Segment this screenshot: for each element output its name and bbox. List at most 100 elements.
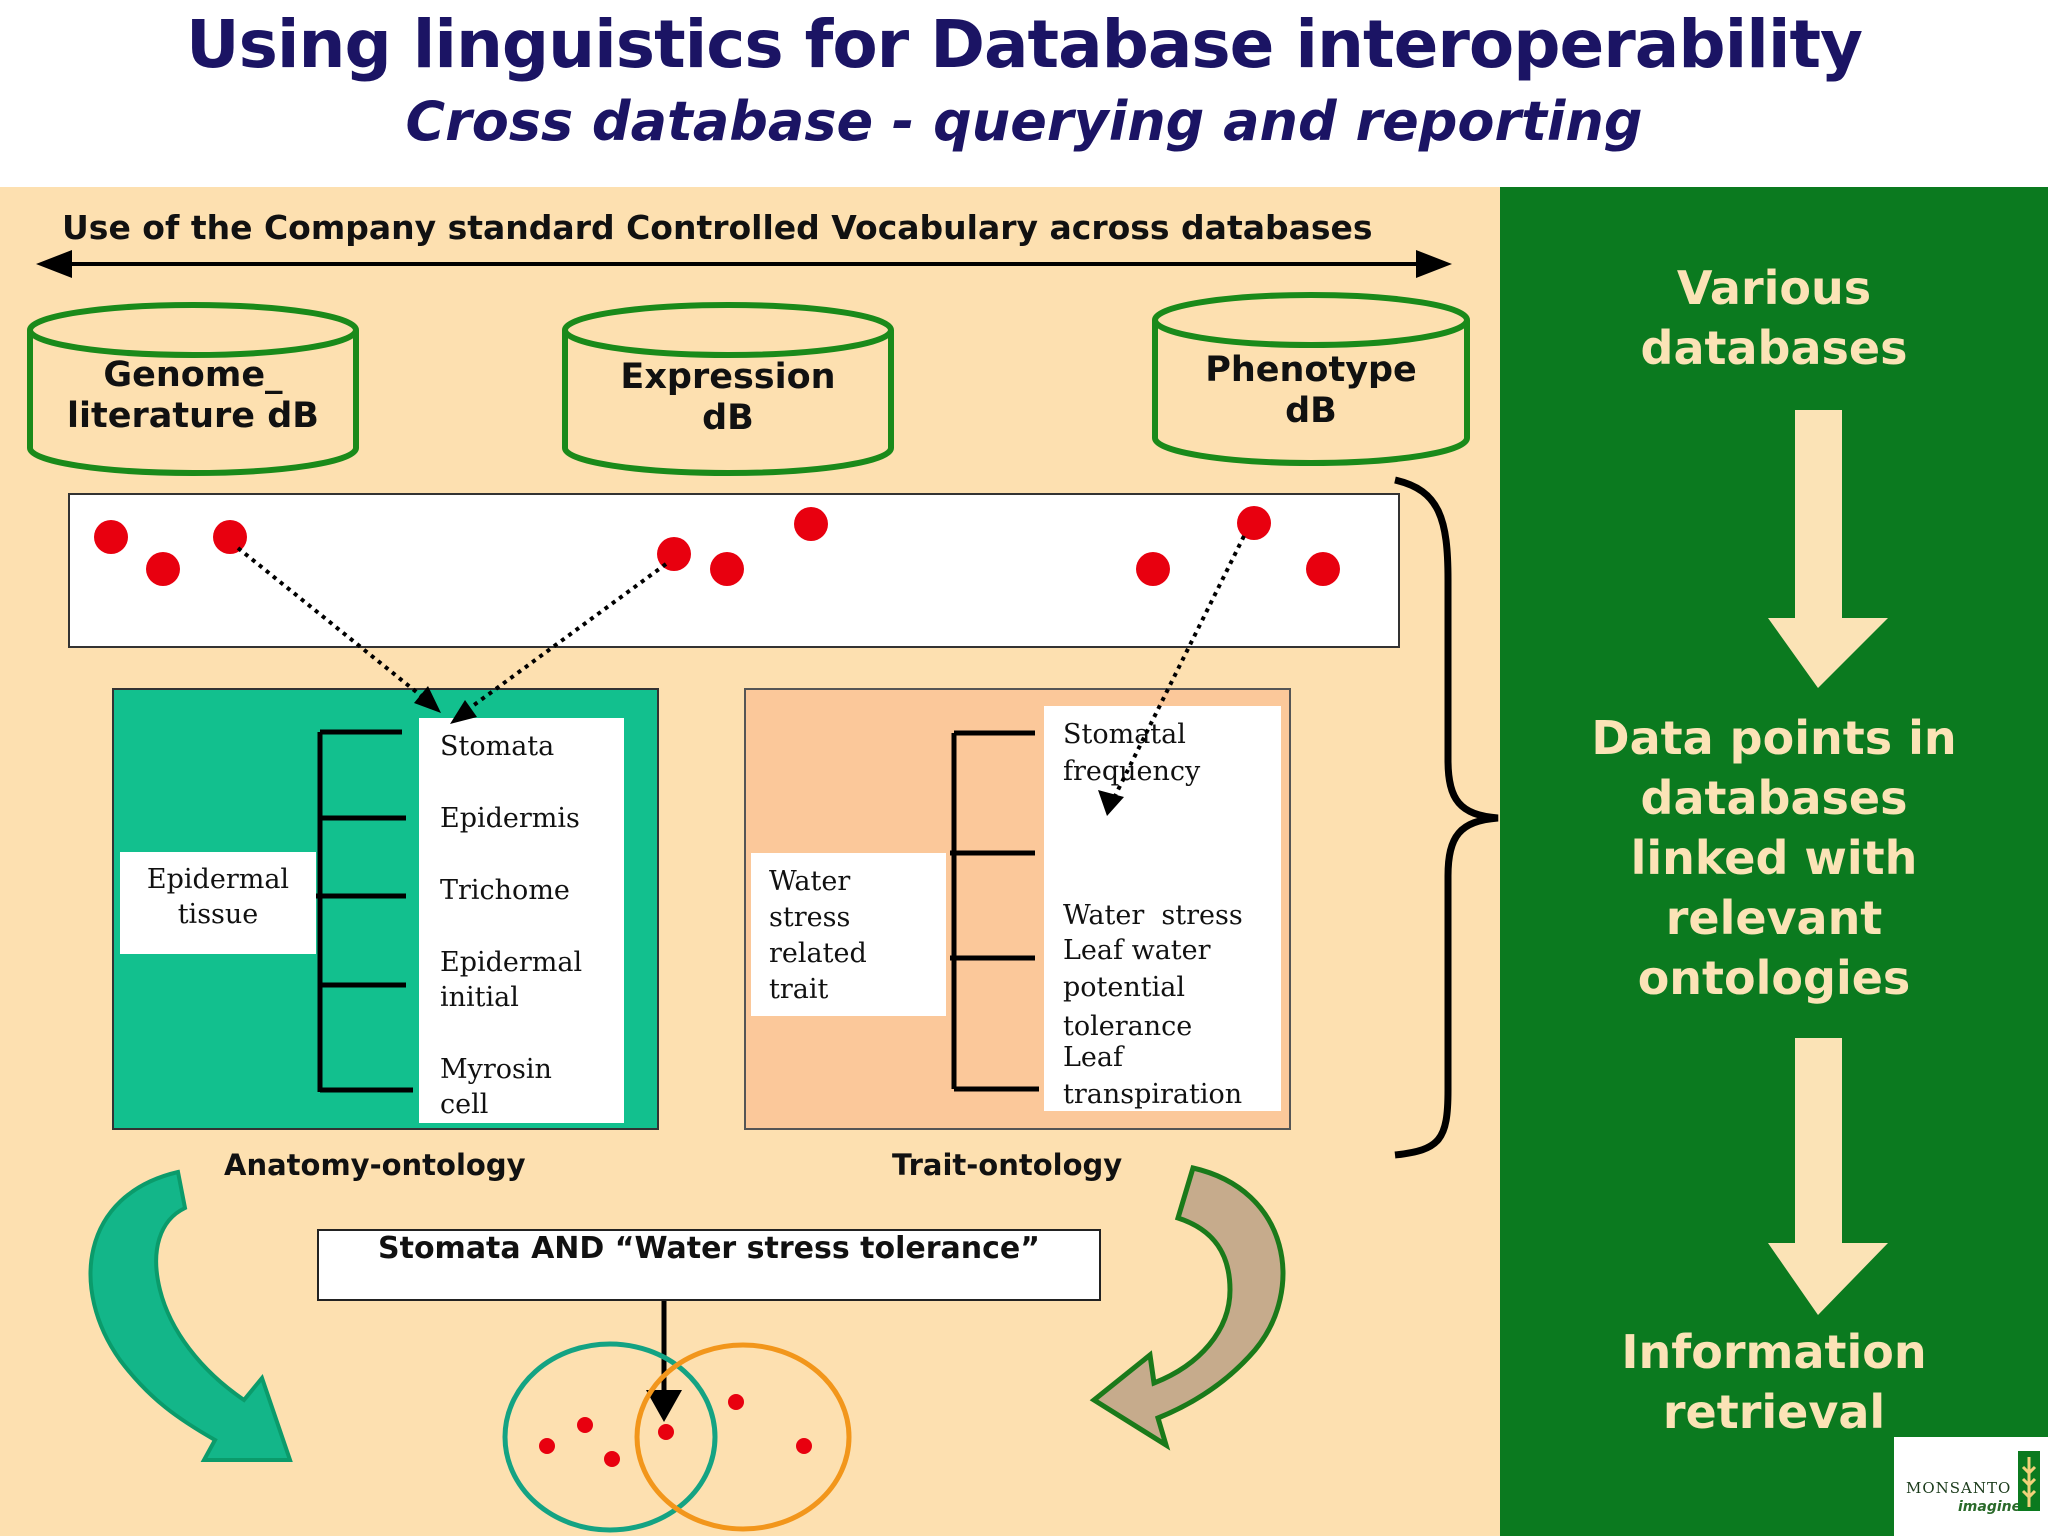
anatomy-root-line: Epidermal — [146, 864, 290, 895]
vocabulary-arrow-left-head — [36, 250, 72, 278]
slide-subtitle: Cross database - querying and reporting — [405, 90, 1643, 153]
query-box: Stomata AND “Water stress tolerance” — [317, 1229, 1101, 1301]
linking-brace — [1394, 476, 1499, 1159]
workflow-panel — [1500, 187, 2048, 1536]
trait-root-line: trait — [769, 974, 829, 1005]
curved-arrow-trait — [1089, 1165, 1286, 1451]
database-label-genome: Genome_ literature dB — [30, 355, 356, 437]
database-label-line: Genome_ — [103, 355, 283, 395]
database-cylinder-expression — [562, 302, 894, 476]
data-point — [213, 520, 247, 554]
link-arrowhead — [450, 700, 477, 724]
anatomy-term-line: Epidermal — [440, 947, 583, 978]
trait-root-line: Water — [769, 866, 851, 897]
workflow-step-line: relevant — [1665, 891, 1883, 945]
workflow-arrow-down-1 — [1768, 410, 1888, 688]
trait-term-stomatal-frequency: Stomatal frequency — [1063, 716, 1200, 790]
workflow-step-various-databases: Various databases — [1500, 258, 2048, 378]
database-label-line: dB — [702, 398, 754, 438]
trait-term-line: Leaf water — [1063, 935, 1211, 966]
trait-term-line: Leaf — [1063, 1042, 1123, 1073]
trait-root-box — [751, 853, 946, 1016]
trait-terms-column — [1044, 706, 1281, 1111]
venn-data-point — [577, 1417, 593, 1433]
workflow-step-line: linked with — [1630, 831, 1918, 885]
curved-arrow-anatomy — [88, 1169, 293, 1462]
link-arrowhead — [1098, 790, 1124, 816]
venn-anatomy-circle — [502, 1341, 718, 1533]
trait-term-leaf-transpiration: Leaf transpiration — [1063, 1039, 1242, 1113]
anatomy-term-line: cell — [440, 1089, 489, 1120]
anatomy-term-epidermal-initial: Epidermal initial — [440, 945, 582, 1015]
database-label-line: dB — [1285, 391, 1337, 431]
trait-term-line: frequency — [1063, 756, 1201, 787]
workflow-step-line: Data points in — [1591, 711, 1957, 765]
anatomy-ontology-caption: Anatomy-ontology — [224, 1148, 526, 1182]
logo-brand: MONSANTO — [1906, 1479, 2012, 1497]
slide-title: Using linguistics for Database interoper… — [185, 6, 1863, 83]
anatomy-term-line: Myrosin — [440, 1054, 552, 1085]
logo-tagline: imagine — [1958, 1499, 2022, 1515]
trait-term-water-stress-tolerance: Water stress tolerance — [1063, 823, 1243, 1082]
anatomy-term-trichome: Trichome — [440, 875, 570, 906]
workflow-step-line: ontologies — [1637, 951, 1911, 1005]
anatomy-term-epidermis: Epidermis — [440, 803, 580, 834]
data-point — [794, 507, 828, 541]
workflow-step-line: Various — [1676, 261, 1872, 315]
data-point — [1237, 506, 1271, 540]
database-label-phenotype: Phenotype dB — [1155, 350, 1467, 432]
database-cylinder-genome — [27, 302, 359, 476]
data-point — [1136, 552, 1170, 586]
data-point — [94, 520, 128, 554]
vocabulary-banner: Use of the Company standard Controlled V… — [62, 208, 1373, 247]
trait-root-term: Water stress related trait — [769, 864, 867, 1008]
trait-tree — [950, 730, 1039, 1092]
workflow-step-line: databases — [1640, 321, 1908, 375]
link-arrowhead — [414, 686, 441, 713]
anatomy-root-box — [120, 852, 316, 954]
trait-ontology-caption: Trait-ontology — [892, 1148, 1123, 1182]
data-point — [657, 537, 691, 571]
trait-term-line: transpiration — [1063, 1079, 1243, 1110]
data-point — [710, 552, 744, 586]
trait-term-leaf-water-potential: Leaf water potential — [1063, 932, 1211, 1006]
database-cylinder-phenotype — [1152, 292, 1470, 466]
trait-term-line: potential — [1063, 972, 1185, 1003]
anatomy-term-myrosin-cell: Myrosin cell — [440, 1052, 552, 1122]
wheat-icon — [2018, 1451, 2040, 1511]
workflow-arrow-down-2 — [1768, 1038, 1888, 1315]
company-logo: MONSANTO imagine — [1894, 1437, 2048, 1536]
venn-data-point — [604, 1451, 620, 1467]
trait-term-line: Stomatal — [1063, 719, 1186, 750]
workflow-step-line: databases — [1640, 771, 1908, 825]
venn-data-point — [796, 1438, 812, 1454]
data-point — [1306, 552, 1340, 586]
link-arrow-expression-to-stomata — [457, 562, 668, 718]
venn-data-point — [658, 1424, 674, 1440]
workflow-step-data-points: Data points in databases linked with rel… — [1500, 708, 2048, 1008]
database-label-expression: Expression dB — [565, 357, 891, 439]
trait-root-line: related — [769, 938, 867, 969]
venn-data-point — [539, 1438, 555, 1454]
database-label-line: Phenotype — [1205, 350, 1417, 390]
vocabulary-arrow-right-head — [1416, 250, 1452, 278]
anatomy-root-term: Epidermal tissue — [120, 862, 316, 932]
venn-data-point — [728, 1394, 744, 1410]
trait-term-line: Water stress — [1063, 900, 1243, 931]
anatomy-terms-column — [419, 718, 624, 1123]
anatomy-tree — [316, 729, 413, 1093]
data-point — [146, 552, 180, 586]
venn-trait-circle — [634, 1342, 852, 1532]
query-arrowhead — [646, 1390, 682, 1422]
anatomy-root-line: tissue — [177, 899, 259, 930]
trait-term-line: tolerance — [1063, 1011, 1193, 1042]
database-label-line: Expression — [620, 357, 836, 397]
link-arrow-genome-to-stomata — [236, 546, 437, 709]
link-arrow-phenotype-to-water-stress — [1111, 535, 1246, 801]
anatomy-term-stomata: Stomata — [440, 731, 555, 762]
workflow-step-information-retrieval: Information retrieval — [1500, 1322, 2048, 1442]
workflow-step-line: Information — [1621, 1325, 1927, 1379]
database-label-line: literature dB — [67, 396, 319, 436]
trait-root-line: stress — [769, 902, 851, 933]
